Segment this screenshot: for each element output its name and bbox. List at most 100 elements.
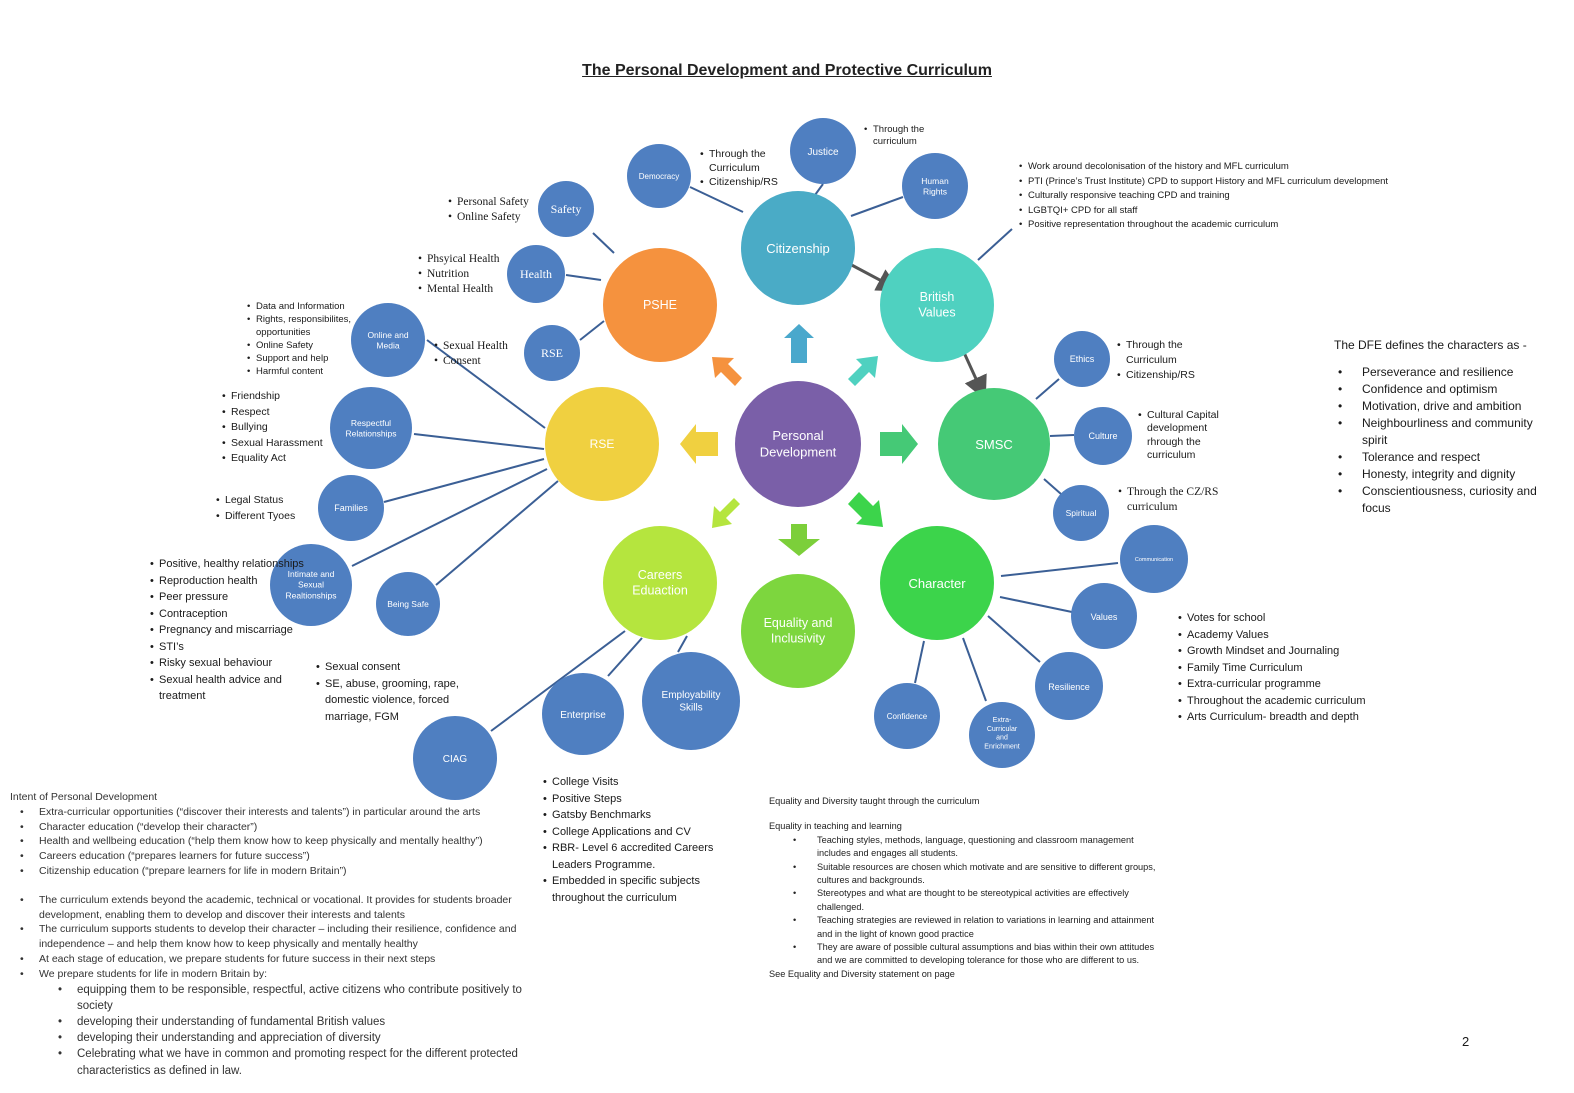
confidence-circle xyxy=(874,683,940,749)
list-item: Pregnancy and miscarriage xyxy=(150,622,310,639)
list-item: At each stage of education, we prepare s… xyxy=(10,952,540,967)
list-item: The curriculum supports students to deve… xyxy=(10,922,540,952)
list-item: Sexual consent xyxy=(316,659,476,676)
list-item: Different Tyoes xyxy=(216,509,316,525)
list-item: Arts Curriculum- breadth and depth xyxy=(1178,709,1378,726)
list-item: Sexual Harassment xyxy=(222,436,332,452)
ethics-label: Ethics xyxy=(1070,354,1095,364)
intent-section: Intent of Personal Development Extra-cur… xyxy=(10,790,540,1079)
families-label: Families xyxy=(334,503,368,513)
communication-label: Communication xyxy=(1135,557,1173,563)
list-item: Personal Safety xyxy=(448,195,548,210)
list-item: Positive, healthy relationships xyxy=(150,556,310,573)
ethics-note: Through the CurriculumCitizenship/RS xyxy=(1117,338,1217,383)
list-item: Through the Curriculum xyxy=(700,147,790,175)
spiritual-note: Through the CZ/RS curriculum xyxy=(1118,485,1243,515)
spiritual-circle xyxy=(1053,485,1109,541)
list-item: developing their understanding and appre… xyxy=(10,1030,540,1046)
careers-circle xyxy=(603,526,717,640)
list-item: Citizenship/RS xyxy=(700,175,790,189)
list-item: We prepare students for life in modern B… xyxy=(10,967,540,982)
list-item: Conscientiousness, curiosity and focus xyxy=(1334,483,1554,517)
resilience-label: Resilience xyxy=(1048,682,1090,692)
pshe-label: PSHE xyxy=(643,298,677,312)
resilience-circle xyxy=(1035,652,1103,720)
respectful-circle xyxy=(330,387,412,469)
list-item: Nutrition xyxy=(418,267,518,282)
equality-section: Equality and Diversity taught through th… xyxy=(769,795,1159,981)
health-label: Health xyxy=(520,267,552,281)
list-item: Legal Status xyxy=(216,493,316,509)
confidence-label: Confidence xyxy=(887,712,928,721)
connector-lines xyxy=(351,183,1119,732)
respectful-note: FriendshipRespectBullyingSexual Harassme… xyxy=(222,389,332,467)
rse-small-label: RSE xyxy=(541,346,563,360)
communication-circle xyxy=(1120,525,1188,593)
list-item: Mental Health xyxy=(418,282,518,297)
british-values-circle xyxy=(880,248,994,362)
list-item: Embedded in specific subjects throughout… xyxy=(543,873,723,906)
list-item: Confidence and optimism xyxy=(1334,381,1554,398)
list-item: Growth Mindset and Journaling xyxy=(1178,643,1378,660)
list-item: Positive Steps xyxy=(543,791,723,808)
employability-circle xyxy=(642,652,740,750)
arrow-up xyxy=(784,324,814,363)
equality-footer: See Equality and Diversity statement on … xyxy=(769,968,955,979)
list-item: Votes for school xyxy=(1178,610,1378,627)
list-item: Tolerance and respect xyxy=(1334,449,1554,466)
list-item: Friendship xyxy=(222,389,332,405)
british-values-note: Work around decolonisation of the histor… xyxy=(1019,160,1439,233)
being-safe-note: Sexual consentSE, abuse, grooming, rape,… xyxy=(316,659,476,725)
families-note: Legal StatusDifferent Tyoes xyxy=(216,493,316,524)
citizenship-circle xyxy=(741,191,855,305)
list-item: Through the curriculum xyxy=(864,124,944,148)
list-item: equipping them to be responsible, respec… xyxy=(10,982,540,1014)
list-item: Celebrating what we have in common and p… xyxy=(10,1046,540,1078)
enterprise-label: Enterprise xyxy=(560,710,606,721)
list-item: Citizenship/RS xyxy=(1117,368,1217,383)
character-circle xyxy=(880,526,994,640)
list-item: Extra-curricular programme xyxy=(1178,676,1378,693)
extra-curricular-circle xyxy=(969,702,1035,768)
safety-note: Personal SafetyOnline Safety xyxy=(448,195,548,225)
culture-note: Cultural Capital development rhrough the… xyxy=(1138,409,1228,463)
smsc-circle xyxy=(938,388,1050,500)
list-item: Teaching styles, methods, language, ques… xyxy=(769,834,1159,861)
list-item: Through the CZ/RS curriculum xyxy=(1118,485,1243,515)
values-circle xyxy=(1071,583,1137,649)
careers-note: College VisitsPositive StepsGatsby Bench… xyxy=(543,774,723,906)
list-item: SE, abuse, grooming, rape, domestic viol… xyxy=(316,676,476,726)
list-item: Gatsby Benchmarks xyxy=(543,807,723,824)
list-item: Stereotypes and what are thought to be s… xyxy=(769,887,1159,914)
arrow-right xyxy=(880,424,918,464)
satellite-circles xyxy=(270,118,1188,800)
list-item: Sexual health advice and treatment xyxy=(150,672,310,705)
list-item: Honesty, integrity and dignity xyxy=(1334,466,1554,483)
list-item: Throughout the academic curriculum xyxy=(1178,693,1378,710)
list-item: Harmful content xyxy=(247,365,357,378)
page-title: The Personal Development and Protective … xyxy=(582,62,992,79)
arrow-up-left xyxy=(712,357,742,386)
culture-label: Culture xyxy=(1088,431,1117,441)
equality-line1: Equality and Diversity taught through th… xyxy=(769,796,980,806)
safety-label: Safety xyxy=(551,202,582,216)
arrow-left xyxy=(680,424,718,464)
democracy-note: Through the CurriculumCitizenship/RS xyxy=(700,147,790,189)
list-item: Health and wellbeing education (“help th… xyxy=(10,834,540,849)
page-number: 2 xyxy=(1462,1034,1470,1049)
list-item: Risky sexual behaviour xyxy=(150,655,310,672)
culture-circle xyxy=(1074,407,1132,465)
list-item: The curriculum extends beyond the academ… xyxy=(10,893,540,923)
list-item: College Visits xyxy=(543,774,723,791)
list-item: STI’s xyxy=(150,639,310,656)
democracy-label: Democracy xyxy=(639,172,679,181)
rse-small-circle xyxy=(524,325,580,381)
arrow-down-left xyxy=(712,498,740,528)
rse-note: Sexual HealthConsent xyxy=(434,339,534,369)
list-item: Careers education (“prepares learners fo… xyxy=(10,849,540,864)
list-item: Culturally responsive teaching CPD and t… xyxy=(1019,189,1439,204)
